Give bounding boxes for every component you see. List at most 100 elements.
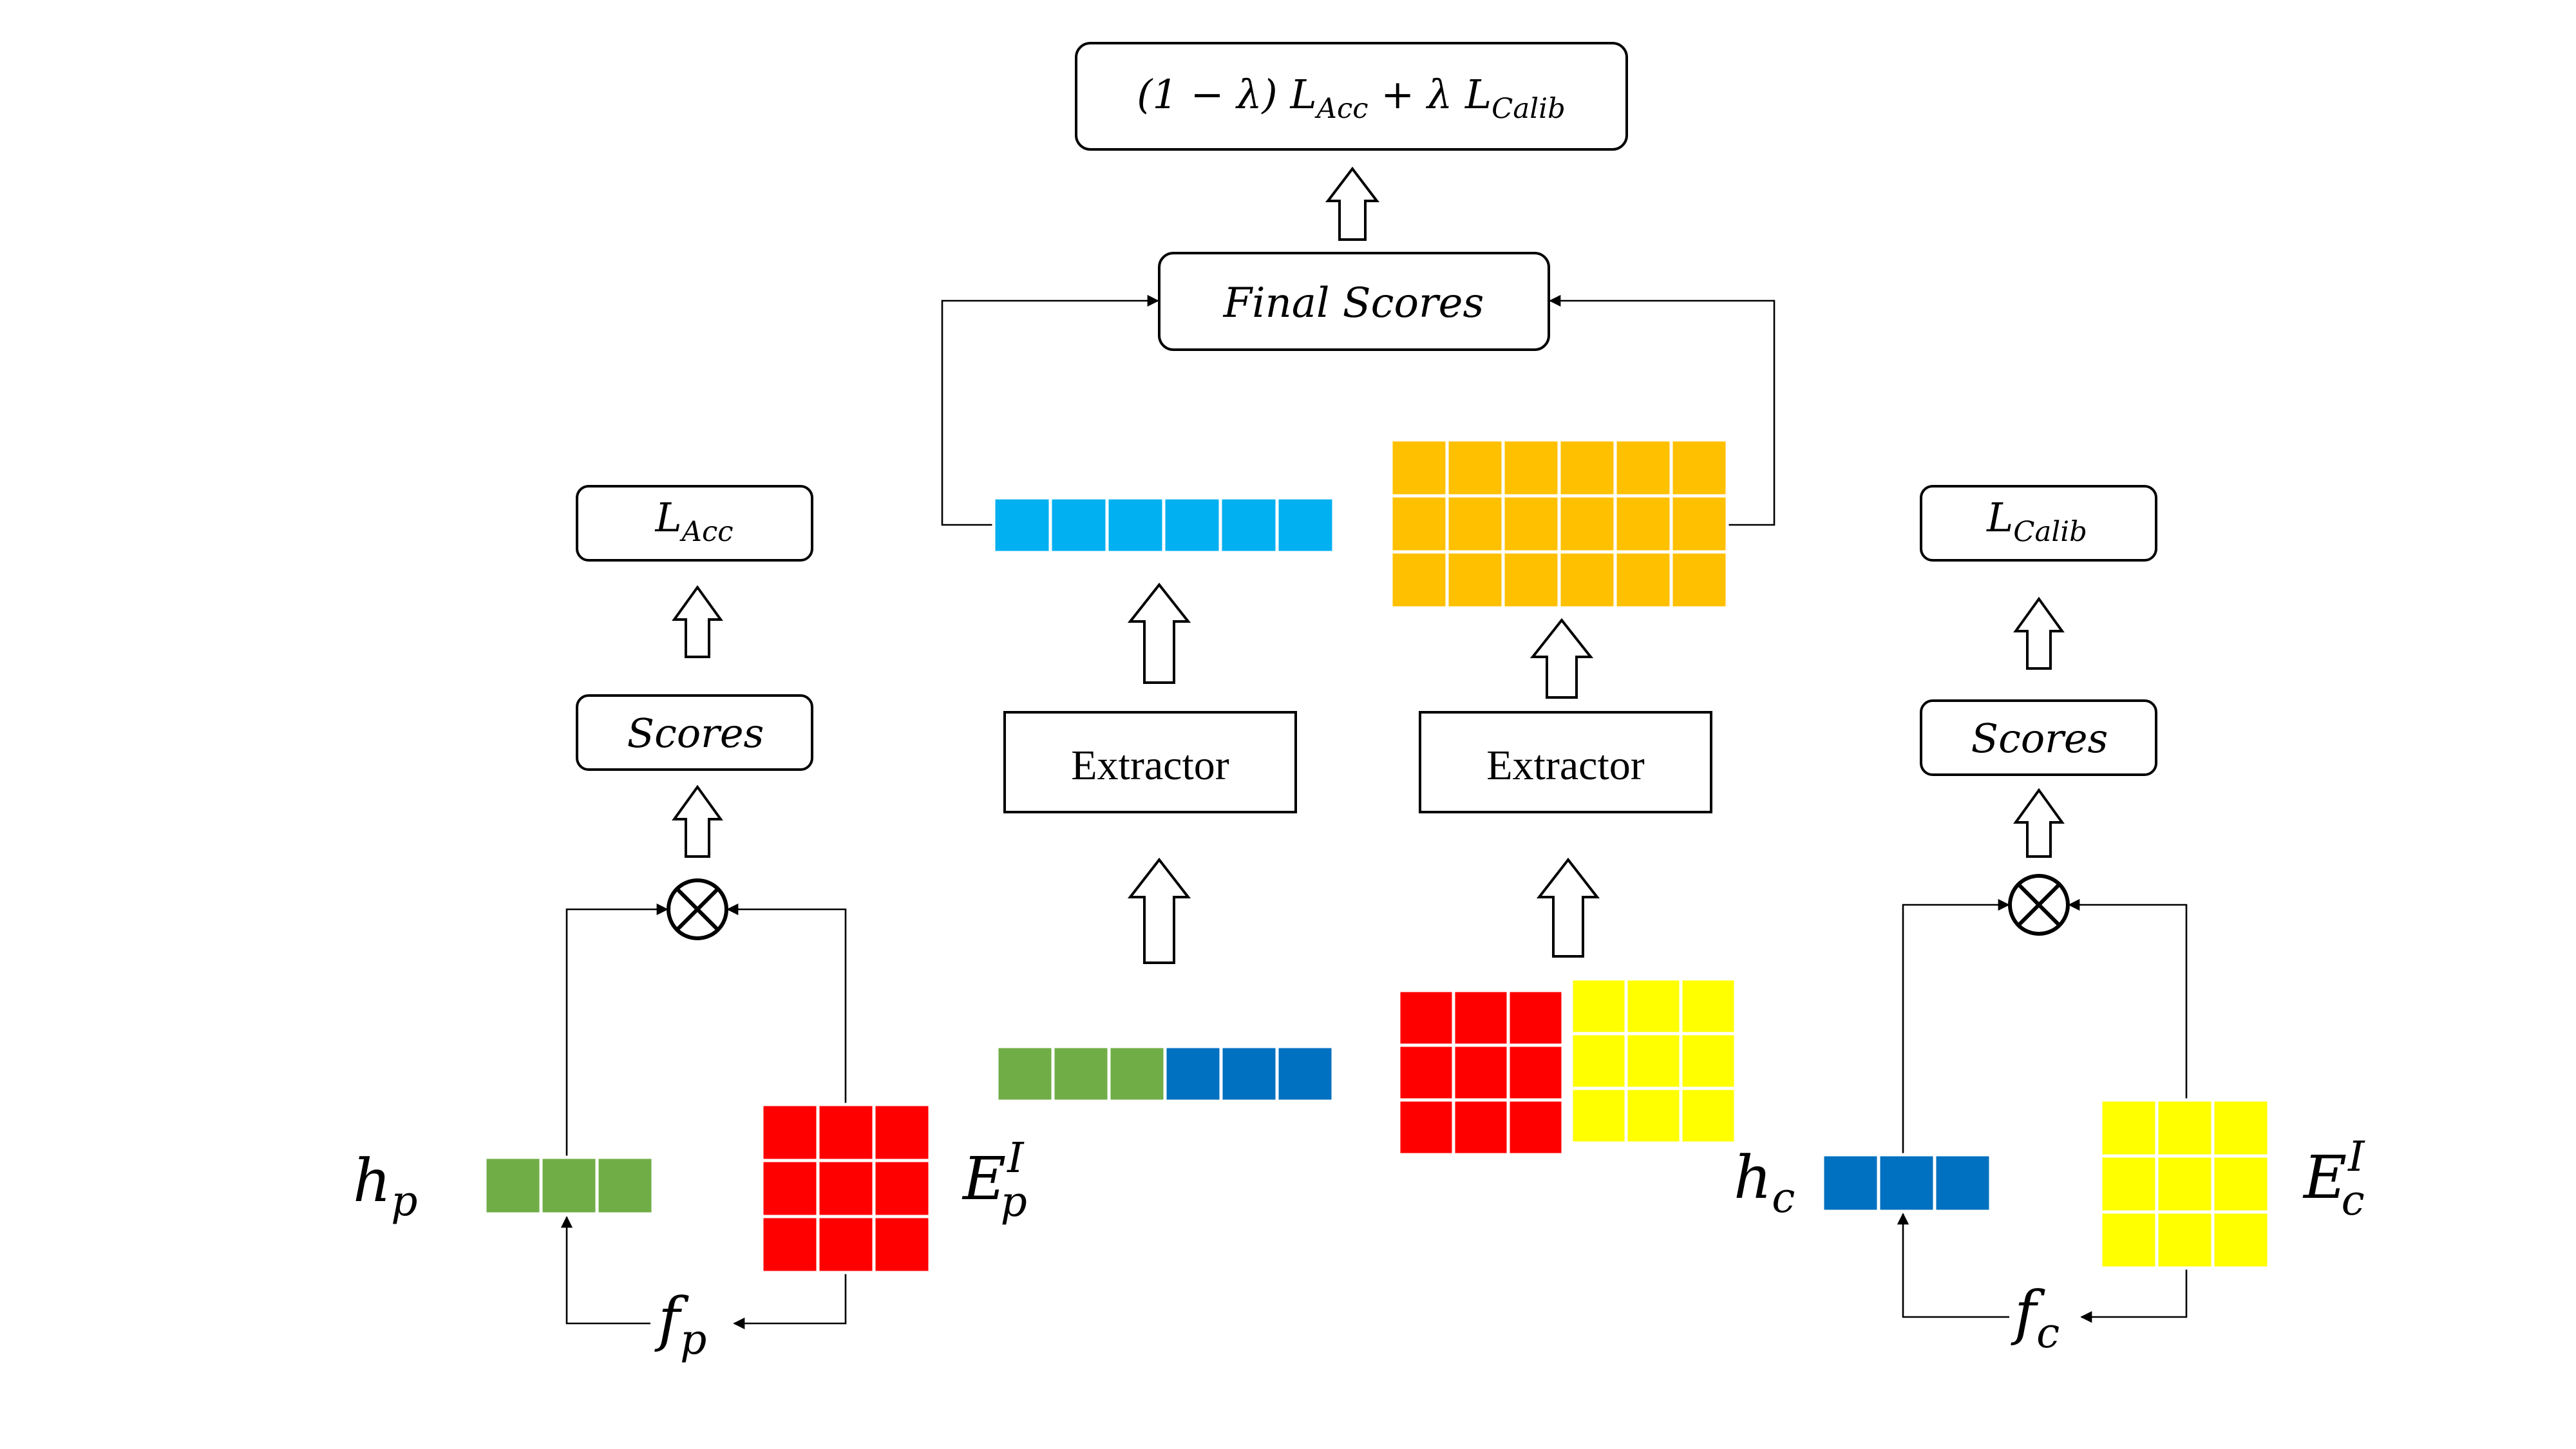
yellow-cell <box>2099 1210 2159 1270</box>
h-p-vector <box>483 1155 655 1216</box>
f-c-label: fc <box>2011 1278 2060 1358</box>
green-cell <box>995 1045 1055 1103</box>
extractor-right-text: Extractor <box>1486 742 1645 789</box>
yellow-cell <box>1679 1086 1738 1145</box>
scores-right-box <box>1920 699 2157 776</box>
scores-right-text: Scores <box>1971 715 2108 762</box>
green-cell <box>1051 1045 1111 1103</box>
red-cell <box>760 1103 820 1162</box>
red-cell <box>1397 989 1455 1047</box>
orange-cell <box>1389 550 1449 610</box>
green-cell <box>483 1155 543 1216</box>
orange-cell <box>1389 494 1449 554</box>
connector-ep-to-otimes <box>726 903 847 1106</box>
blue-cell <box>1933 1153 1993 1213</box>
e-p-matrix <box>760 1103 932 1274</box>
f-p-label: fp <box>654 1285 706 1364</box>
yellow-cell <box>2211 1098 2271 1158</box>
orange-cell <box>1669 494 1729 554</box>
cyan-cell <box>1218 496 1279 554</box>
e-c-matrix <box>2099 1098 2271 1270</box>
yellow-cell <box>1569 977 1628 1036</box>
red-cell <box>1506 989 1565 1047</box>
up-arrow-icon <box>1536 857 1600 958</box>
orange-cell <box>1669 550 1729 610</box>
yellow-cell <box>1624 1032 1683 1090</box>
blue-cell <box>1821 1153 1880 1213</box>
orange-cell <box>1445 494 1505 554</box>
up-arrow-icon <box>1325 166 1380 241</box>
concat-feature-matrix <box>1397 977 1738 1157</box>
cyan-cell <box>992 496 1052 554</box>
l-acc-box <box>576 485 813 562</box>
h-c-label: hc <box>1734 1143 1795 1222</box>
green-cell <box>595 1155 655 1216</box>
yellow-cell <box>1679 1032 1738 1090</box>
red-cell <box>1452 1098 1510 1157</box>
l-calib-box <box>1920 485 2157 562</box>
h-p-label: hp <box>353 1146 418 1226</box>
orange-cell <box>1669 438 1729 498</box>
extractor-right-box <box>1419 711 1712 813</box>
red-cell <box>816 1159 876 1218</box>
up-arrow-icon <box>2013 596 2065 670</box>
red-cell <box>760 1159 820 1218</box>
yellow-cell <box>2099 1098 2159 1158</box>
up-arrow-icon <box>672 784 723 858</box>
extractor-left-box <box>1003 711 1297 813</box>
connector-fc-to-hc <box>1897 1213 2009 1318</box>
red-cell <box>872 1215 932 1274</box>
cyan-cell <box>1105 496 1166 554</box>
scores-left-text: Scores <box>627 710 764 757</box>
orange-cell <box>1557 494 1617 554</box>
green-cell <box>1107 1045 1167 1103</box>
orange-cell <box>1613 438 1673 498</box>
yellow-cell <box>1569 1032 1628 1090</box>
yellow-cell <box>1679 977 1738 1036</box>
connector-hc-to-otimes <box>1902 898 2010 1156</box>
yellow-cell <box>2155 1098 2215 1158</box>
red-cell <box>1397 1098 1455 1157</box>
orange-cell <box>1613 494 1673 554</box>
l-calib-text: LCalib <box>1986 494 2087 548</box>
orange-cell <box>1557 438 1617 498</box>
red-cell <box>1397 1043 1455 1102</box>
yellow-cell <box>1569 1086 1628 1145</box>
red-cell <box>1452 1043 1510 1102</box>
red-cell <box>816 1215 876 1274</box>
blue-cell <box>1275 1045 1335 1103</box>
orange-cell <box>1389 438 1449 498</box>
connector-ep-to-fp <box>733 1269 847 1330</box>
up-arrow-icon <box>1530 618 1594 699</box>
yellow-cell <box>1624 1086 1683 1145</box>
red-cell <box>816 1103 876 1162</box>
blue-cell <box>1163 1045 1223 1103</box>
yellow-cell <box>2155 1210 2215 1270</box>
connector-ec-to-fc <box>2080 1264 2188 1323</box>
orange-cell <box>1501 494 1561 554</box>
connector-ec-to-otimes <box>2068 898 2188 1101</box>
yellow-cell <box>2211 1210 2271 1270</box>
cyan-cell <box>1048 496 1109 554</box>
concat-feature-vector <box>995 1045 1335 1103</box>
otimes-icon <box>2008 874 2070 936</box>
cyan-feature-vector <box>992 496 1336 554</box>
yellow-cell <box>2155 1154 2215 1214</box>
scores-left-box <box>576 694 813 771</box>
connector-hp-to-otimes <box>565 903 668 1157</box>
total-loss-box <box>1075 42 1628 151</box>
up-arrow-icon <box>2013 788 2065 858</box>
red-cell <box>872 1103 932 1162</box>
connector-fp-to-hp <box>560 1216 650 1325</box>
up-arrow-icon <box>672 585 723 658</box>
red-cell <box>760 1215 820 1274</box>
final-scores-text: Final Scores <box>1223 279 1484 327</box>
otimes-icon <box>667 878 728 940</box>
red-cell <box>1506 1098 1565 1157</box>
orange-cell <box>1613 550 1673 610</box>
orange-cell <box>1557 550 1617 610</box>
cyan-cell <box>1275 496 1336 554</box>
final-scores-box <box>1158 252 1550 351</box>
